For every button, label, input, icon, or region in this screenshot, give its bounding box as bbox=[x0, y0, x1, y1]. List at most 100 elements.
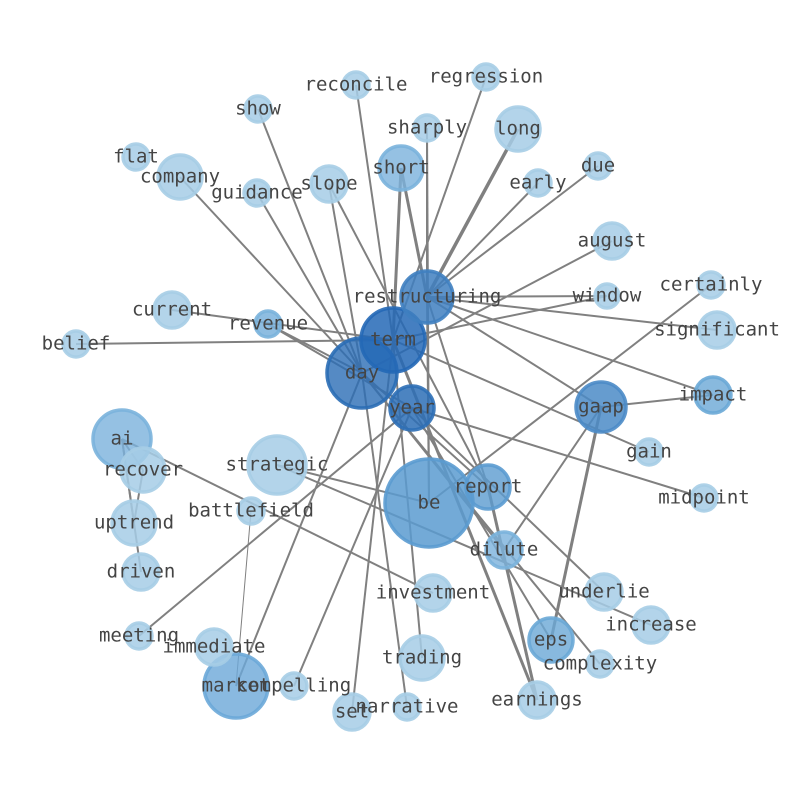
node-investment bbox=[413, 573, 453, 613]
edge-restructuring-impact bbox=[426, 296, 714, 396]
label-strategic: strategic bbox=[226, 454, 329, 476]
label-due: due bbox=[581, 155, 615, 177]
edge-restructuring-report bbox=[426, 296, 489, 488]
label-gaap: gaap bbox=[578, 396, 624, 418]
label-market: market bbox=[202, 675, 271, 697]
label-driven: driven bbox=[107, 561, 176, 583]
node-recover bbox=[119, 446, 167, 494]
node-market bbox=[202, 652, 270, 720]
node-midpoint bbox=[689, 483, 719, 513]
edge-term-reconcile bbox=[355, 84, 394, 341]
label-day: day bbox=[345, 362, 379, 384]
label-earnings: earnings bbox=[491, 689, 583, 711]
node-belief bbox=[61, 329, 91, 359]
label-impact: impact bbox=[679, 384, 748, 406]
edge-restructuring-gaap bbox=[426, 296, 602, 408]
label-year: year bbox=[389, 397, 435, 419]
label-report: report bbox=[454, 476, 523, 498]
label-dilute: dilute bbox=[470, 539, 539, 561]
label-uptrend: uptrend bbox=[94, 512, 174, 534]
label-battlefield: battlefield bbox=[188, 500, 314, 522]
label-set: set bbox=[335, 701, 369, 723]
node-dilute bbox=[484, 530, 524, 570]
edge-day-company bbox=[179, 176, 363, 374]
label-restructuring: restructuring bbox=[353, 286, 502, 308]
node-report bbox=[464, 463, 512, 511]
edge-gaap-eps bbox=[549, 406, 603, 641]
label-regression: regression bbox=[429, 66, 543, 88]
node-early bbox=[523, 168, 553, 198]
edge-day-market bbox=[235, 372, 363, 687]
label-slope: slope bbox=[300, 173, 357, 195]
node-underlie bbox=[584, 572, 624, 612]
node-narrative bbox=[392, 692, 422, 722]
label-trading: trading bbox=[382, 647, 462, 669]
edge-restructuring-due bbox=[426, 165, 599, 298]
label-revenue: revenue bbox=[228, 313, 308, 335]
label-august: august bbox=[578, 230, 647, 252]
label-show: show bbox=[235, 98, 281, 120]
edge-report-earnings bbox=[486, 486, 539, 701]
edge-day-show bbox=[257, 108, 363, 374]
node-restructuring bbox=[399, 269, 455, 325]
label-eps: eps bbox=[534, 629, 568, 651]
node-uptrend bbox=[110, 499, 158, 547]
node-slope bbox=[309, 164, 349, 204]
node-immediate bbox=[194, 627, 234, 667]
node-due bbox=[583, 151, 613, 181]
label-certainly: certainly bbox=[660, 274, 763, 296]
node-guidance bbox=[242, 178, 272, 208]
label-company: company bbox=[140, 166, 220, 188]
label-belief: belief bbox=[42, 333, 111, 355]
edge-restructuring-significant bbox=[426, 296, 718, 331]
label-current: current bbox=[132, 299, 212, 321]
edge-year-meeting bbox=[138, 407, 413, 637]
node-sharply bbox=[412, 113, 442, 143]
edge-restructuring-long bbox=[425, 128, 520, 298]
node-increase bbox=[631, 605, 671, 645]
node-gain bbox=[634, 437, 664, 467]
label-sharply: sharply bbox=[387, 117, 467, 139]
label-narrative: narrative bbox=[356, 696, 459, 718]
node-reconcile bbox=[341, 70, 371, 100]
node-set bbox=[332, 692, 372, 732]
label-long: long bbox=[495, 118, 541, 140]
node-flat bbox=[121, 142, 151, 172]
edge-year-eps bbox=[411, 407, 552, 641]
node-window bbox=[593, 282, 621, 310]
node-current bbox=[152, 290, 192, 330]
label-flat: flat bbox=[113, 146, 159, 168]
node-long bbox=[494, 105, 542, 153]
label-guidance: guidance bbox=[211, 182, 303, 204]
node-revenue bbox=[253, 309, 283, 339]
label-midpoint: midpoint bbox=[658, 487, 750, 509]
label-underlie: underlie bbox=[558, 581, 650, 603]
node-term bbox=[359, 306, 427, 374]
label-compelling: compelling bbox=[237, 675, 351, 697]
node-gaap bbox=[574, 380, 628, 434]
node-certainly bbox=[696, 270, 726, 300]
node-impact bbox=[693, 375, 733, 415]
node-company bbox=[156, 153, 204, 201]
label-investment: investment bbox=[376, 582, 490, 604]
label-window: window bbox=[573, 285, 642, 307]
node-strategic bbox=[246, 434, 308, 496]
label-complexity: complexity bbox=[543, 653, 657, 675]
node-august bbox=[592, 221, 632, 261]
label-early: early bbox=[509, 172, 566, 194]
node-eps bbox=[527, 616, 575, 664]
node-battlefield bbox=[236, 496, 266, 526]
label-meeting: meeting bbox=[99, 625, 179, 647]
label-immediate: immediate bbox=[163, 636, 266, 658]
label-reconcile: reconcile bbox=[305, 74, 408, 96]
node-trading bbox=[398, 634, 446, 682]
node-earnings bbox=[517, 680, 557, 720]
node-complexity bbox=[585, 649, 615, 679]
edge-year-midpoint bbox=[411, 407, 705, 499]
node-year bbox=[388, 384, 436, 432]
edge-year-underlie bbox=[411, 407, 605, 593]
label-recover: recover bbox=[103, 459, 183, 481]
node-driven bbox=[121, 552, 161, 592]
edge-term-gain bbox=[392, 339, 650, 453]
